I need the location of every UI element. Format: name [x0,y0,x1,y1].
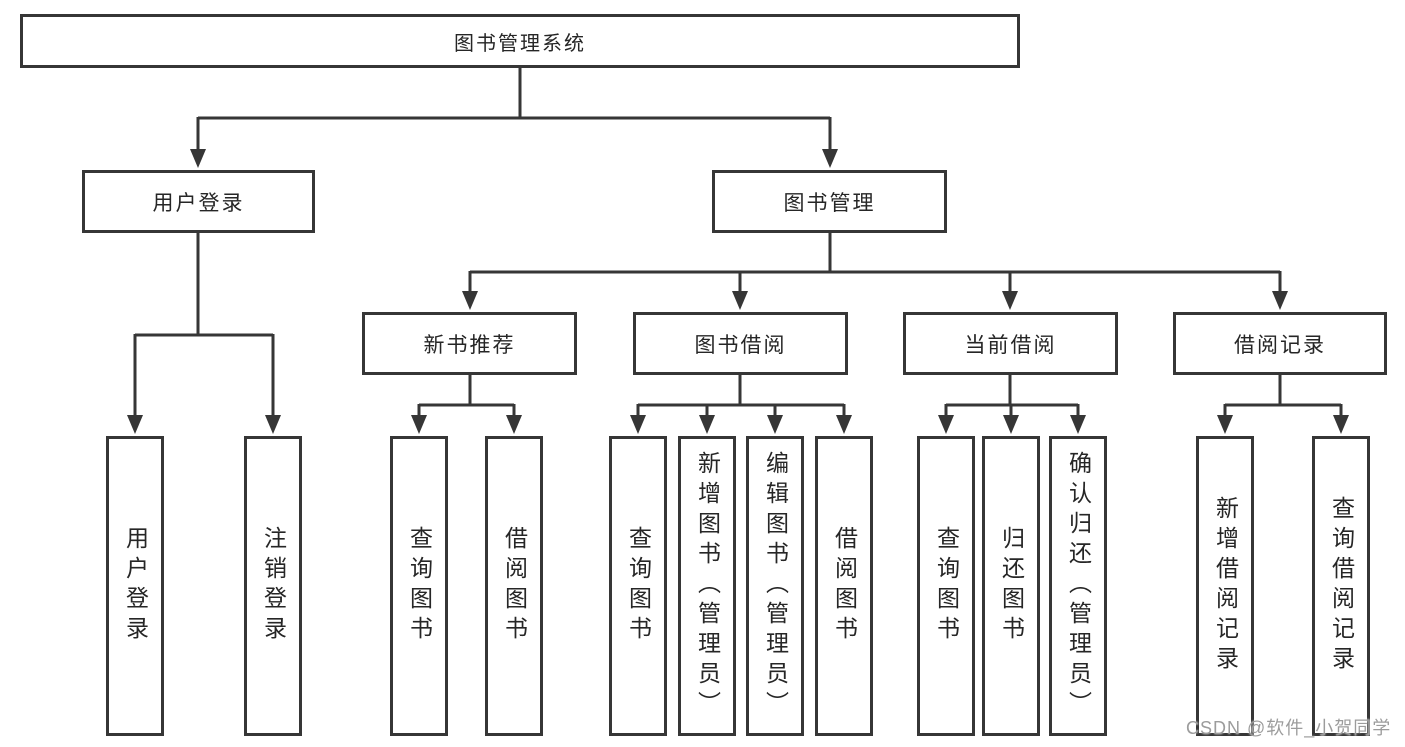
csdn-watermark: CSDN @软件_小贺同学 [1186,718,1392,738]
leaf-borrow-books-recommend: 借阅图书 [485,436,543,736]
node-book-management: 图书管理 [712,170,947,233]
leaf-query-borrow-record: 查询借阅记录 [1312,436,1370,736]
leaf-query-books-recommend: 查询图书 [390,436,448,736]
leaf-query-books-current: 查询图书 [917,436,975,736]
leaf-borrow-books-borrowing: 借阅图书 [815,436,873,736]
leaf-add-book-admin: 新增图书（管理员） [678,436,736,736]
leaf-confirm-return-admin: 确认归还（管理员） [1049,436,1107,736]
leaf-user-login: 用户登录 [106,436,164,736]
node-new-book-recommend: 新书推荐 [362,312,577,375]
leaf-return-book: 归还图书 [982,436,1040,736]
leaf-edit-book-admin: 编辑图书（管理员） [746,436,804,736]
node-user-login: 用户登录 [82,170,315,233]
node-borrowing-records: 借阅记录 [1173,312,1387,375]
leaf-query-books-borrowing: 查询图书 [609,436,667,736]
node-current-borrowing: 当前借阅 [903,312,1118,375]
node-book-borrowing: 图书借阅 [633,312,848,375]
leaf-add-borrow-record: 新增借阅记录 [1196,436,1254,736]
leaf-logout: 注销登录 [244,436,302,736]
node-root-system: 图书管理系统 [20,14,1020,68]
